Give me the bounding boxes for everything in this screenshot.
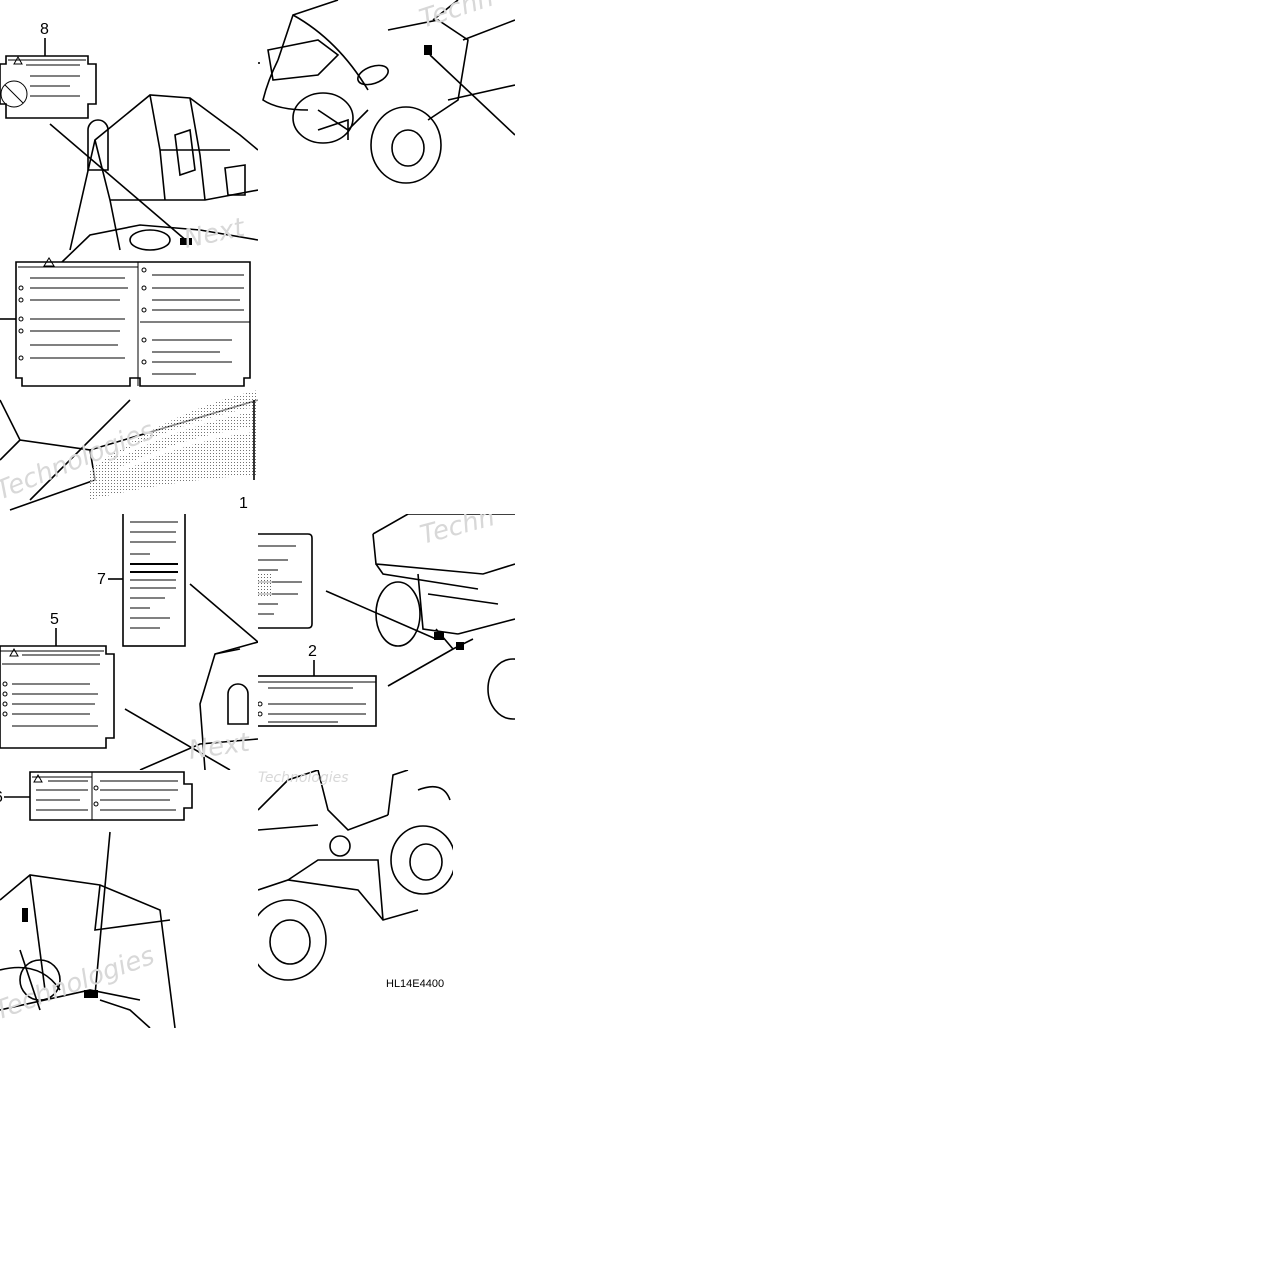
diagram-tile-mid-right: 3 2 Techn xyxy=(258,514,515,770)
callout-7: 7 xyxy=(97,571,106,588)
prohibition-icon xyxy=(0,80,28,108)
drawing-code: HL14E4400 xyxy=(386,978,444,990)
tile-top-right-drawing: 4 Techn xyxy=(258,0,515,184)
watermark-text-3: Techn xyxy=(416,0,497,35)
callout-6: 6 xyxy=(0,789,3,806)
callout-5: 5 xyxy=(50,611,59,628)
tile-mid-right-drawing: 3 2 Techn xyxy=(258,514,515,727)
tile-bottom-right-drawing: Technologies HL14E4400 xyxy=(258,770,453,990)
watermark-text-1: Next xyxy=(181,213,248,255)
warning-triangle-icon xyxy=(13,55,23,65)
vehicle-front-view xyxy=(262,0,515,140)
tile-top-left-drawing: 8 Next xyxy=(0,21,258,511)
vehicle-rear-view xyxy=(61,94,258,263)
diagram-tile-top-right: 4 Techn xyxy=(258,0,515,190)
decal-6 xyxy=(15,261,251,387)
diagram-tile-top-left: 8 Next xyxy=(0,0,258,514)
decal-2 xyxy=(258,675,377,727)
decal-6-strip xyxy=(29,771,193,821)
tile-mid-left-drawing: 7 5 Next xyxy=(0,514,258,770)
callout-2: 2 xyxy=(308,643,317,660)
warning-triangle-icon-6 xyxy=(33,773,43,783)
tile-bottom-left-drawing: 6 Technologies xyxy=(0,771,193,1028)
watermark-text-7: Technologies xyxy=(258,770,349,786)
vehicle-side-partial xyxy=(139,641,258,770)
callout-1: 1 xyxy=(239,495,248,512)
diagram-tile-bottom-right: Technologies HL14E4400 xyxy=(258,770,453,990)
diagram-tile-bottom-left: 6 Technologies xyxy=(0,770,258,1028)
callout-8: 8 xyxy=(40,21,49,38)
vehicle-interior-view xyxy=(0,874,176,1028)
vehicle-side-view xyxy=(258,770,451,921)
watermark-text-5: Techn xyxy=(417,514,498,551)
diagram-tile-mid-left: 7 5 Next xyxy=(0,514,258,770)
decal-5 xyxy=(0,645,115,749)
warning-triangle-icon-5 xyxy=(9,647,19,657)
warning-triangle-icon-large xyxy=(43,257,55,267)
watermark-text-4: Next xyxy=(187,728,252,766)
vehicle-rear-view-2 xyxy=(372,514,515,650)
